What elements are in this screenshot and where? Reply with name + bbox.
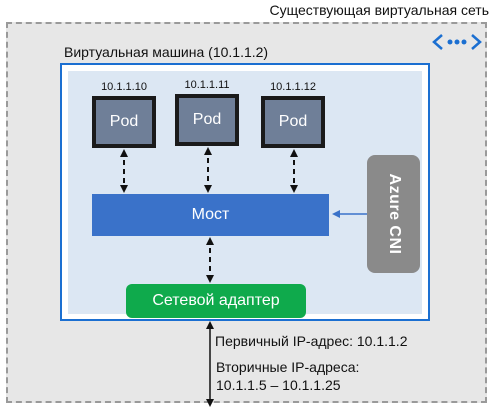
network-adapter-box: Сетевой адаптер [126, 284, 306, 318]
network-adapter-label: Сетевой адаптер [152, 292, 280, 309]
pod-ip: 10.1.1.10 [101, 81, 147, 93]
primary-ip-text: Первичный IP-адрес: 10.1.1.2 [215, 333, 408, 349]
virtual-network-icon [432, 34, 482, 50]
pod-box: Pod [175, 94, 239, 146]
pod-ip: 10.1.1.12 [270, 81, 316, 93]
pod-label: Pod [278, 113, 308, 130]
vm-title: Виртуальная машина (10.1.1.2) [64, 44, 269, 60]
pod-box: Pod [92, 96, 156, 148]
azure-cni-box: Azure CNI [367, 155, 420, 273]
pod-label: Pod [109, 113, 139, 130]
pod-box: Pod [261, 96, 325, 148]
bridge-box: Мост [92, 194, 329, 236]
virtual-network-title: Существующая виртуальная сеть [269, 2, 490, 18]
pod-label: Pod [192, 111, 222, 128]
secondary-ip-label: Вторичные IP-адреса: [216, 359, 360, 375]
pod-ip: 10.1.1.11 [184, 79, 230, 91]
bridge-label: Мост [191, 206, 230, 223]
secondary-ip-range: 10.1.1.5 – 10.1.1.25 [216, 377, 341, 393]
